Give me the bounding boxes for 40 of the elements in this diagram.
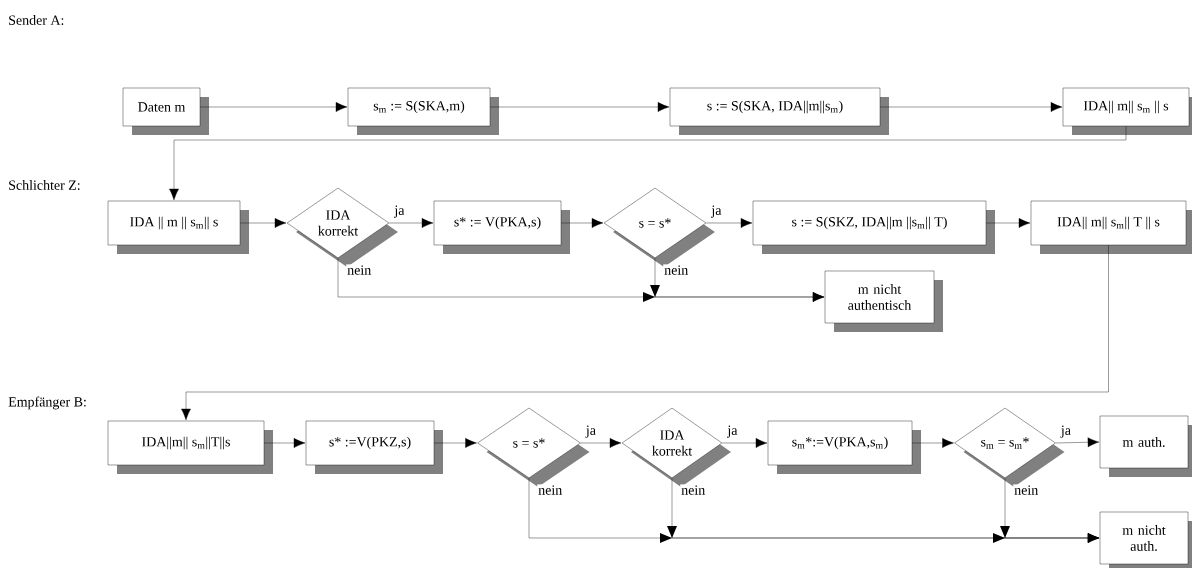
process-box: IDA || m || s$_{m}$|| s: [107, 200, 249, 254]
process-box: s$_{m}$ := S(SKA,m): [347, 87, 499, 135]
arrow: [490, 102, 670, 112]
edge-label: nein: [346, 264, 373, 276]
arrow: [1000, 478, 1100, 543]
arrow: [561, 218, 604, 228]
arrow: [722, 438, 768, 448]
arrow: [986, 218, 1031, 228]
arrow: [912, 438, 954, 448]
arrow: [389, 218, 434, 228]
edge-label: nein: [1013, 484, 1040, 496]
process-box: m nicht authentisch: [824, 270, 943, 332]
process-box: s := S(SKZ, IDA||m ||s$_{m}$|| T): [752, 200, 995, 254]
arrow: [1055, 437, 1100, 448]
arrow: [650, 258, 825, 302]
arrow: [706, 218, 753, 228]
arrow: [264, 438, 306, 448]
arrow: [580, 438, 622, 448]
process-box: m auth.: [1099, 415, 1192, 477]
section-label: Empfänger B:: [8, 396, 86, 410]
process-box: s* := V(PKA,s): [433, 200, 570, 254]
process-box: s$_{m}$*:=V(PKA,s$_{m}$): [767, 420, 921, 474]
process-box: s := S(SKA, IDA||m||s$_{m}$): [669, 87, 889, 135]
edge-label: nein: [663, 264, 690, 276]
process-box: IDA|| m|| s$_{m}$|| T || s: [1030, 200, 1192, 254]
arrow: [240, 218, 287, 228]
arrow: [181, 245, 1109, 421]
section-label: Schlichter Z:: [9, 180, 80, 190]
process-box: IDA||m|| s$_{m}$||T||s: [107, 420, 273, 474]
process-box: IDA|| m|| s$_{m}$ || s: [1062, 87, 1192, 135]
edge-label: nein: [680, 484, 707, 496]
arrow: [434, 438, 477, 448]
arrow: [169, 126, 1127, 201]
arrow: [200, 102, 348, 112]
arrow: [880, 102, 1063, 112]
process-box: m nicht auth.: [1099, 511, 1192, 568]
edge-label: nein: [537, 484, 564, 496]
process-box: s* :=V(PKZ,s): [305, 420, 443, 474]
section-label: Sender A:: [9, 15, 64, 25]
process-box: Daten m: [122, 87, 209, 135]
